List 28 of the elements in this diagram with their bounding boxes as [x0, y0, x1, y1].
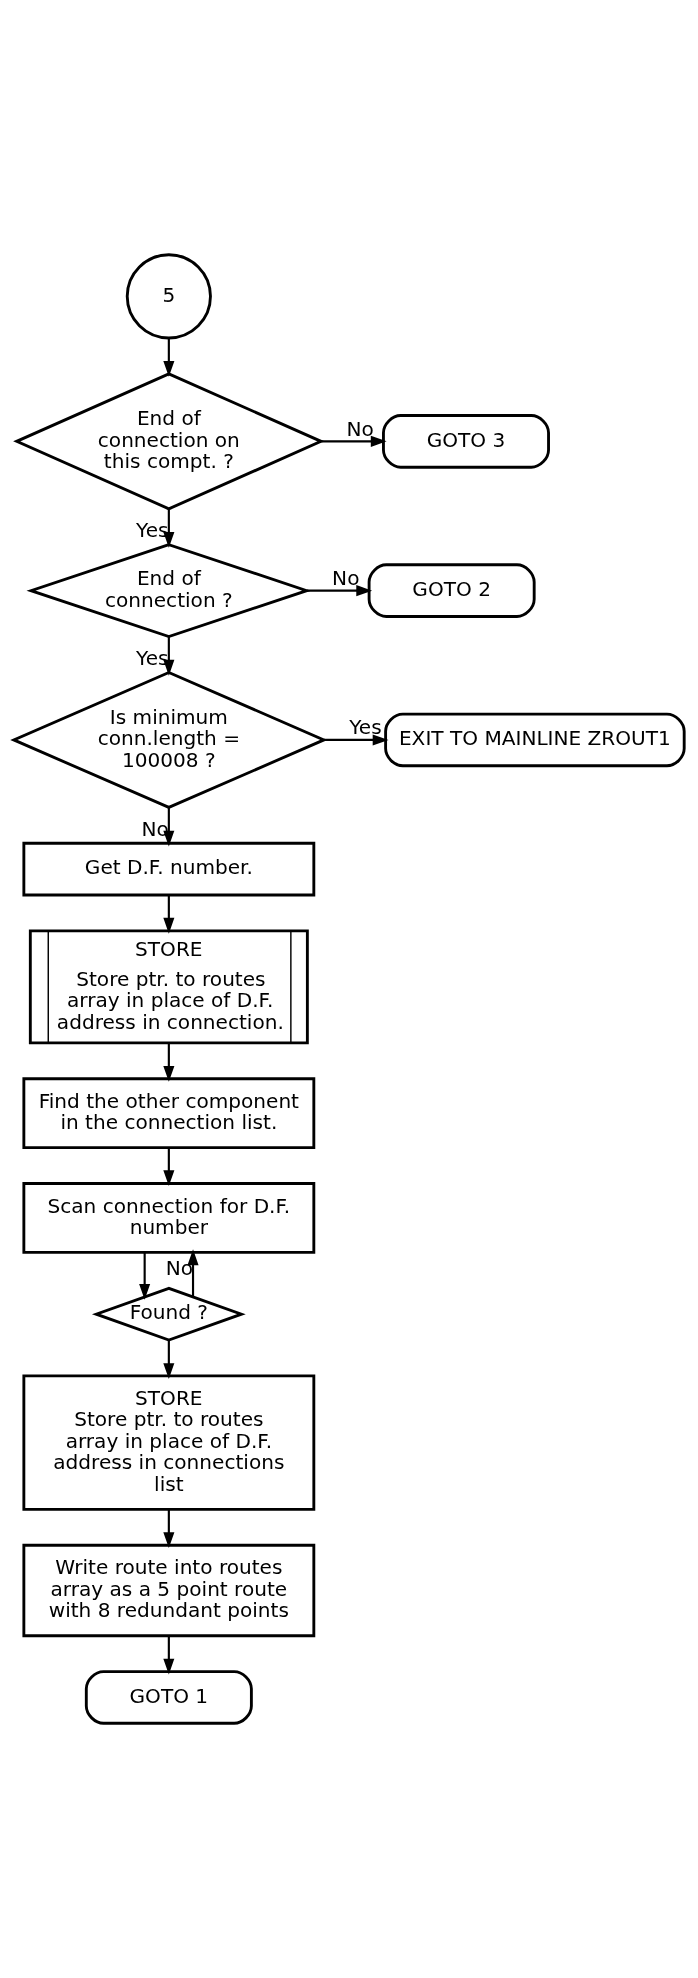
node-diamond: End of connection on this compt. ?	[13, 372, 325, 511]
node-box: STORE Store ptr. to routes array in place of D.F. address in connections list	[22, 1374, 316, 1511]
edge-label: No	[346, 416, 374, 441]
node-box: Scan connection for D.F. number	[22, 1182, 316, 1254]
node-box: GOTO 3	[382, 414, 550, 469]
arrow	[139, 1252, 151, 1300]
edge-label: No	[165, 1255, 194, 1280]
arrow	[163, 1635, 175, 1675]
edge-label: No	[332, 566, 360, 591]
node-box: GOTO 2	[367, 563, 536, 618]
node-box: Find the other component in the connection list.	[22, 1077, 316, 1150]
arrow	[306, 585, 373, 597]
arrow	[163, 1043, 175, 1082]
node-box: GOTO 1	[84, 1670, 253, 1725]
node-box: EXIT TO MAINLINE ZROUT1	[384, 712, 686, 768]
arrow	[163, 1148, 175, 1187]
node-box: Get D.F. number.	[22, 841, 316, 897]
node-diamond: Found ?	[91, 1286, 246, 1342]
arrow	[321, 435, 387, 447]
arrow	[163, 338, 175, 377]
node-box: Write route into routes array as a 5 point route with 8 redundant points	[22, 1543, 316, 1638]
arrow	[187, 1249, 199, 1297]
node-circle: 5	[125, 253, 212, 340]
arrow	[324, 734, 389, 746]
edge-label: Yes	[349, 715, 382, 740]
arrow	[163, 895, 175, 934]
arrow	[163, 1509, 175, 1549]
arrow	[163, 1340, 175, 1379]
